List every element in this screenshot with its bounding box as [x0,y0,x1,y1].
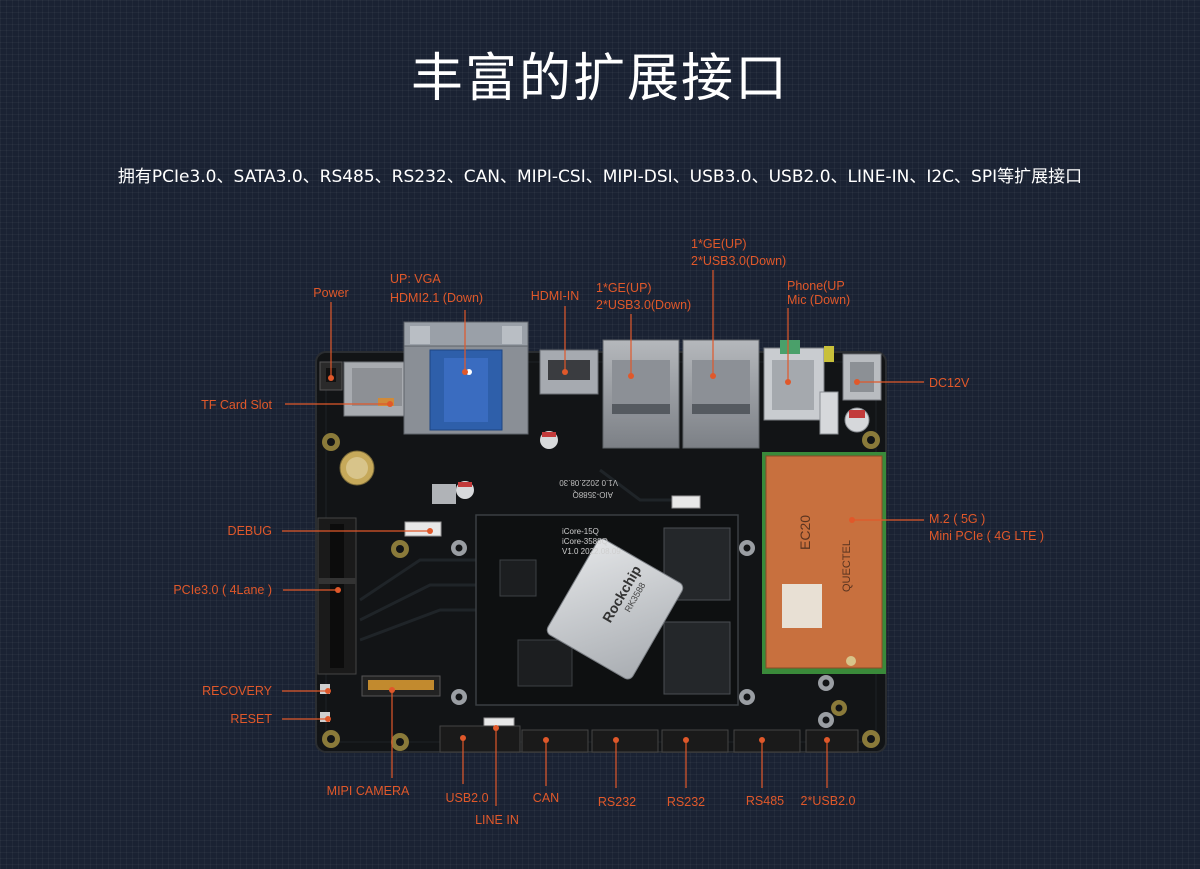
label-recovery: RECOVERY [202,684,273,698]
label-pcie: PCIe3.0 ( 4Lane ) [173,583,272,597]
label-ge-2: 1*GE(UP) [691,237,747,251]
label-m2: M.2 ( 5G ) [929,512,985,526]
label-phone: Phone(UP [787,279,845,293]
ethernet-jack-2 [682,339,760,449]
label-mini-pcie: Mini PCIe ( 4G LTE ) [929,529,1044,543]
label-vga: UP: VGA [390,272,441,286]
core-module: iCore-15Q iCore-3588Q V1.0 2022.08.09 Ro… [475,514,739,706]
page-subtitle: 拥有PCIe3.0、SATA3.0、RS485、RS232、CAN、MIPI-C… [117,167,1083,187]
ethernet-jack-1 [602,339,680,449]
callout-labels: Power UP: VGA HDMI2.1 (Down) HDMI-IN 1*G… [173,237,1044,827]
core-label-2: iCore-3588Q [562,537,608,546]
label-rs232-1: RS232 [598,795,636,809]
mounting-holes [322,431,880,751]
recovery-reset-buttons [320,684,330,722]
label-mipi-camera: MIPI CAMERA [327,784,410,798]
label-hdmi21: HDMI2.1 (Down) [390,291,483,305]
label-usb2: USB2.0 [445,791,488,805]
label-usb2x2: 2*USB2.0 [801,794,856,808]
label-reset: RESET [230,712,272,726]
label-rs485: RS485 [746,794,784,808]
audio-jack [763,340,839,435]
label-dc12v: DC12V [929,376,970,390]
module-brand: QUECTEL [841,540,853,592]
label-ge-1: 1*GE(UP) [596,281,652,295]
label-debug: DEBUG [228,524,272,538]
board-label-2: V1.0 2022.08.30 [559,478,618,487]
label-tf-card: TF Card Slot [201,398,272,412]
m2-module: EC20 QUECTEL [762,452,886,674]
dc-power-jack [842,353,882,433]
label-power: Power [313,286,348,300]
vga-connector [403,321,529,435]
tf-card-slot [343,361,411,417]
core-label-3: V1.0 2022.08.09 [562,547,621,556]
core-label-1: iCore-15Q [562,527,599,536]
pcie-slot [317,517,357,675]
pin-headers [439,725,859,753]
label-hdmi-in: HDMI-IN [531,289,580,303]
label-usb3-1: 2*USB3.0(Down) [596,298,691,312]
mipi-camera-connector [361,675,441,697]
module-model: EC20 [797,515,813,550]
page-title: 丰富的扩展接口 [410,49,789,109]
board-label-1: AIO-3588Q [573,490,613,499]
label-can: CAN [533,791,559,805]
label-mic: Mic (Down) [787,293,850,307]
hdmi-in-connector [539,349,599,395]
label-line-in: LINE IN [475,813,519,827]
label-usb3-2: 2*USB3.0(Down) [691,254,786,268]
label-rs232-2: RS232 [667,795,705,809]
leader-dots [325,369,860,743]
leader-lines [282,270,924,806]
